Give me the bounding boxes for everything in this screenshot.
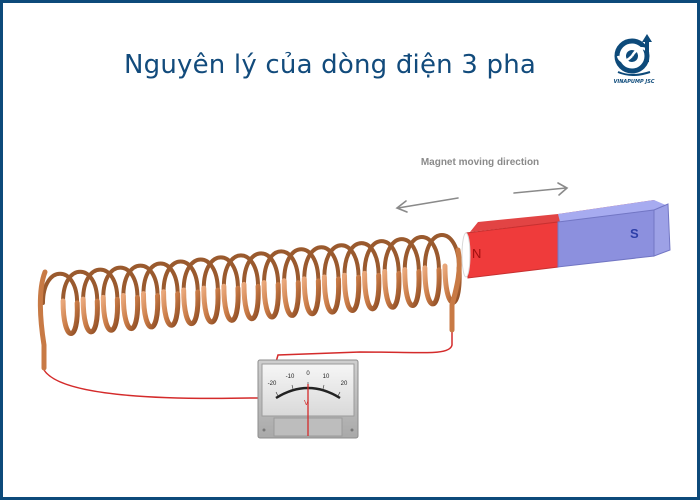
coil-turn-back	[241, 251, 281, 287]
coil-turn-front	[60, 298, 80, 336]
copper-coil	[37, 233, 462, 371]
coil-turn-back	[61, 269, 100, 304]
coil-turn-front	[301, 276, 321, 317]
coil-turn-front	[261, 280, 281, 320]
coil-turn-front	[321, 274, 342, 315]
coil-turn-front	[362, 270, 382, 312]
coil-turn-front	[100, 294, 120, 333]
coil-turn-back	[282, 247, 321, 283]
coil-turn-front	[181, 287, 201, 326]
coil-turn-front	[341, 272, 362, 313]
meter-tick-label: -20	[267, 381, 277, 387]
coil-turn-back	[382, 237, 421, 274]
meter-tick-label: 10	[322, 374, 330, 380]
magnet-north-label: N	[472, 246, 482, 261]
meter-tick-label: 0	[306, 371, 310, 377]
coil-turn-back	[81, 267, 120, 302]
magnet-south-label: S	[630, 226, 639, 241]
meter-unit-label: V	[304, 400, 309, 407]
coil-turn-front	[402, 267, 422, 308]
coil-turn-back	[322, 243, 361, 280]
coil-turn-back	[422, 233, 462, 270]
coil-turn-front	[120, 292, 141, 331]
coil-turn-front	[161, 289, 181, 328]
coil-turn-back	[181, 257, 220, 293]
coil-turn-back	[262, 249, 301, 285]
coil-turn-front	[281, 278, 301, 318]
coil-turn-back	[201, 255, 240, 291]
coil-turn-back	[342, 241, 381, 278]
coil-turn-front	[382, 269, 402, 310]
magnet-direction-label: Magnet moving direction	[420, 157, 540, 168]
coil-turn-back	[121, 263, 160, 298]
coil-turn-back	[101, 265, 140, 300]
logo-wordmark: VINAPUMP JSC	[613, 79, 655, 85]
coil-turn-back	[221, 253, 261, 289]
coil-turn-back	[161, 259, 200, 294]
direction-arrows	[395, 182, 569, 213]
coil-turn-back	[40, 271, 80, 305]
coil-turn-back	[302, 245, 341, 282]
coil-turn-front	[201, 285, 221, 325]
bar-magnet	[461, 200, 671, 279]
coil-turn-back	[402, 235, 441, 272]
coil-turn-front	[241, 281, 261, 321]
vinapump-logo-icon	[614, 34, 652, 76]
circuit-wire	[43, 330, 453, 400]
coil-turn-front	[140, 291, 161, 330]
voltmeter	[257, 359, 359, 439]
coil-turn-front	[221, 283, 241, 323]
page-title: Nguyên lý của dòng điện 3 pha	[123, 50, 537, 80]
meter-tick-label: 20	[340, 381, 348, 387]
coil-turn-back	[141, 261, 180, 296]
magnet-end-face	[653, 203, 671, 257]
coil-turn-back	[362, 239, 401, 276]
meter-tick-label: -10	[285, 374, 295, 380]
coil-turn-front	[422, 265, 442, 307]
coil-turn-front	[80, 296, 100, 335]
magnet-south-top	[558, 200, 668, 222]
